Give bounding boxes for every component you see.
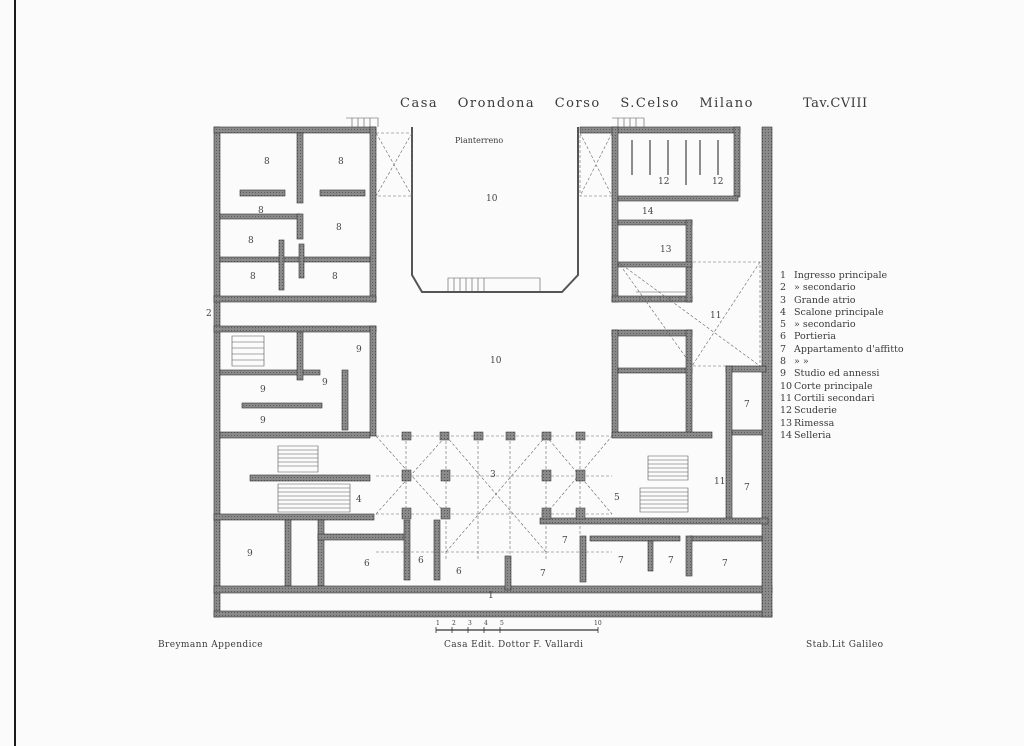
- room-label: 6: [364, 559, 370, 569]
- room-label: 9: [247, 549, 253, 559]
- legend: 1 Ingresso principale 2 » secondario 3 G…: [780, 270, 904, 442]
- room-label: 7: [618, 556, 624, 566]
- room-label: 8: [338, 157, 344, 167]
- sheet-edge: [14, 0, 16, 746]
- legend-item: 10 Corte principale: [780, 380, 873, 392]
- room-label: 8: [250, 272, 256, 282]
- room-label: 14: [642, 207, 654, 217]
- room-label: 8: [258, 206, 264, 216]
- room-label: 8: [336, 223, 342, 233]
- room-label: 12: [712, 177, 723, 187]
- room-label: 9: [260, 416, 266, 426]
- plate-number: Tav.CVIII: [803, 96, 868, 111]
- legend-item: 8 » »: [780, 356, 809, 368]
- scale-tick: 2: [452, 620, 456, 627]
- footer-publisher: Casa Edit. Dottor F. Vallardi: [444, 640, 584, 650]
- scale-bar: [435, 627, 599, 633]
- room-label: 7: [668, 556, 674, 566]
- room-label: 5: [614, 493, 620, 503]
- room-label: 11: [710, 311, 721, 321]
- room-label: 7: [744, 483, 750, 493]
- scale-tick: 4: [484, 620, 488, 627]
- legend-item: 4 Scalone principale: [780, 306, 884, 318]
- footer-left: Breymann Appendice: [158, 640, 264, 650]
- plate-title: Casa Orondona Corso S.Celso Milano: [400, 96, 754, 111]
- legend-item: 2 » secondario: [780, 282, 856, 294]
- legend-item: 3 Grande atrio: [780, 294, 856, 306]
- legend-item: 14 Selleria: [780, 429, 832, 441]
- floor-label: Pianterreno: [455, 136, 504, 145]
- legend-item: 1 Ingresso principale: [780, 270, 888, 281]
- room-label: 11: [714, 477, 725, 487]
- legend-item: 5 » secondario: [780, 319, 856, 331]
- legend-item: 11 Cortili secondari: [780, 392, 875, 404]
- room-label: 12: [658, 177, 669, 187]
- room-label: 7: [540, 569, 546, 579]
- atrium-piers: [401, 431, 586, 520]
- walls: [213, 126, 773, 618]
- scale-tick: 5: [500, 620, 504, 627]
- court-outline: [411, 127, 579, 293]
- room-label: 9: [356, 345, 362, 355]
- legend-item: 6 Portieria: [780, 331, 837, 343]
- room-label: 8: [332, 272, 338, 282]
- scale-tick: 1: [436, 620, 440, 627]
- room-label: 3: [490, 470, 496, 480]
- scale-tick: 3: [468, 620, 472, 627]
- staircases: [231, 117, 689, 513]
- legend-item: 13 Rimessa: [780, 417, 835, 429]
- room-label: 6: [456, 567, 462, 577]
- room-label: 8: [248, 236, 254, 246]
- room-label: 8: [264, 157, 270, 167]
- footer-printer: Stab.Lit Galileo: [806, 640, 884, 650]
- legend-item: 12 Scuderie: [780, 405, 837, 417]
- room-label: 13: [660, 245, 672, 255]
- stable-stalls: [631, 140, 719, 185]
- legend-item: 7 Appartamento d'affitto: [780, 343, 904, 355]
- room-label: 6: [418, 556, 424, 566]
- room-label: 9: [260, 385, 266, 395]
- room-label: 7: [562, 536, 568, 546]
- room-labels: 8 8 8 8 8 8 8 2 9 9 9 9 9 4 6 6 6 10 10 …: [206, 157, 750, 601]
- scale-end: 10: [594, 620, 602, 627]
- room-label: 7: [744, 400, 750, 410]
- room-label: 1: [488, 591, 494, 601]
- room-label: 10: [490, 356, 502, 366]
- room-label: 2: [206, 309, 212, 319]
- room-label: 10: [486, 194, 498, 204]
- room-label: 7: [722, 559, 728, 569]
- scale-numbers: 1 2 3 4 5 10: [436, 620, 606, 628]
- room-label: 9: [322, 378, 328, 388]
- legend-item: 9 Studio ed annessi: [780, 368, 880, 380]
- room-label: 4: [356, 495, 362, 505]
